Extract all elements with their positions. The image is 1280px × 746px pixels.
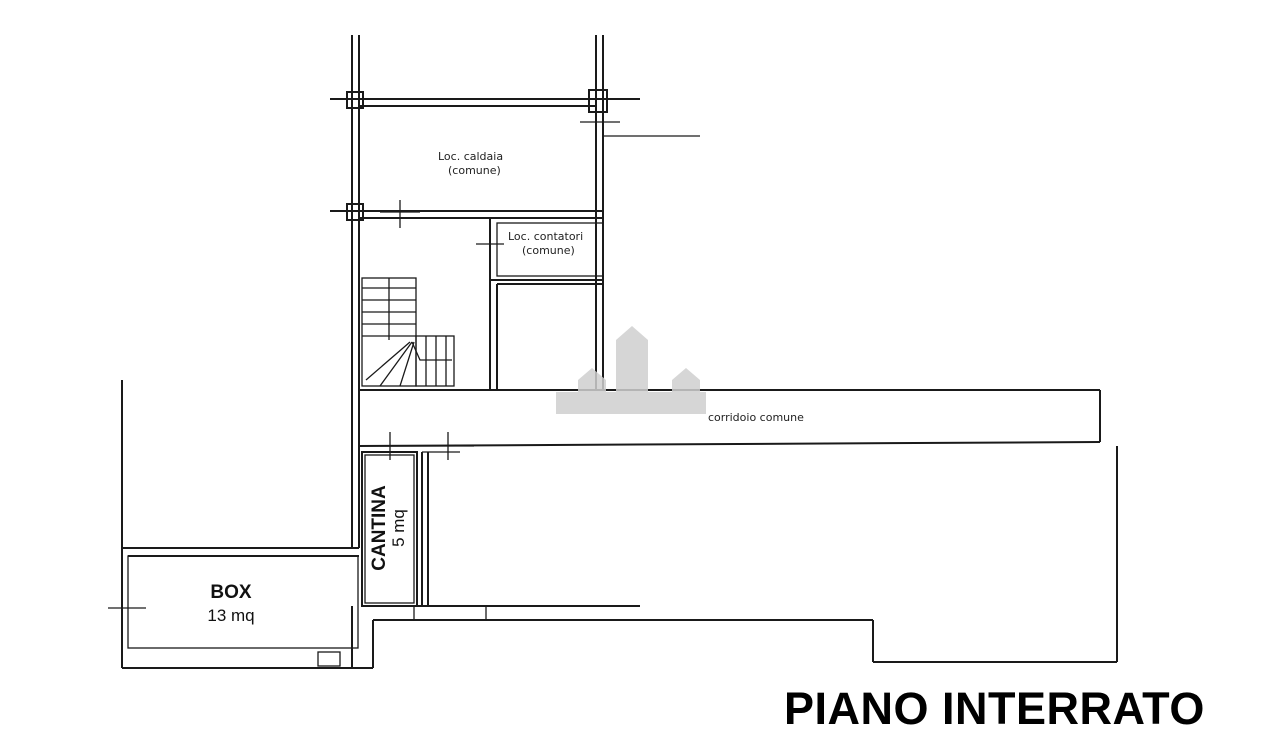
box-label: BOX bbox=[210, 582, 252, 603]
watermark-logo bbox=[556, 326, 706, 414]
floor-title: PIANO INTERRATO bbox=[784, 683, 1205, 734]
cantina-area: 5 mq bbox=[389, 509, 408, 547]
caldaia-label: Loc. caldaia bbox=[438, 150, 503, 163]
box-room bbox=[108, 380, 373, 669]
contatori-sublabel: (comune) bbox=[522, 244, 575, 257]
box-area: 13 mq bbox=[207, 606, 254, 625]
lower-room bbox=[372, 446, 1118, 668]
store-room bbox=[489, 280, 603, 390]
contatori-label: Loc. contatori bbox=[508, 230, 583, 243]
cantina-label: CANTINA bbox=[369, 485, 390, 571]
corridor-label: corridoio comune bbox=[708, 411, 804, 424]
corridor bbox=[358, 389, 1101, 460]
upper-walls bbox=[330, 35, 700, 548]
caldaia-sublabel: (comune) bbox=[448, 164, 501, 177]
staircase bbox=[361, 277, 455, 387]
contatori-room bbox=[476, 217, 604, 281]
cantina-room bbox=[361, 451, 418, 607]
